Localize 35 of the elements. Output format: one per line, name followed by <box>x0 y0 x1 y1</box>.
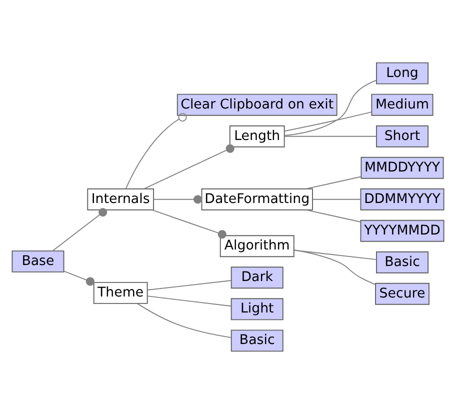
connector <box>52 208 108 252</box>
connector <box>144 144 234 190</box>
connector <box>137 303 232 338</box>
connector <box>284 112 372 132</box>
connector <box>284 136 377 137</box>
connector <box>306 209 361 222</box>
node-box: DDMMYYYY <box>360 188 444 210</box>
node-box: Light <box>230 298 284 320</box>
node-box: Base <box>12 250 64 272</box>
connector <box>306 176 362 190</box>
connector <box>147 280 232 290</box>
node-box: Medium <box>371 94 434 116</box>
node-box: Internals <box>87 188 154 210</box>
node-box: Short <box>376 125 429 148</box>
node-box: YYYYMMDD <box>360 220 444 242</box>
connector <box>153 195 202 204</box>
node-box: Algorithm <box>220 235 294 258</box>
connector <box>147 296 232 307</box>
node-box: Dark <box>230 266 284 289</box>
connector <box>152 210 226 239</box>
node-box: MMDDYYYY <box>360 156 444 179</box>
node-box: Long <box>376 62 429 84</box>
node-box: Clear Clipboard on exit <box>176 94 338 116</box>
connector <box>294 250 377 260</box>
connector <box>125 112 187 190</box>
node-box: DateFormatting <box>201 188 313 210</box>
node-box: Length <box>229 125 285 148</box>
node-box: Basic <box>230 330 284 352</box>
node-box: Secure <box>375 282 430 305</box>
connector <box>284 80 377 136</box>
node-box: Theme <box>93 282 148 304</box>
node-box: Basic <box>376 251 429 274</box>
connector <box>64 270 94 286</box>
connector <box>294 250 376 285</box>
connector <box>312 198 362 200</box>
